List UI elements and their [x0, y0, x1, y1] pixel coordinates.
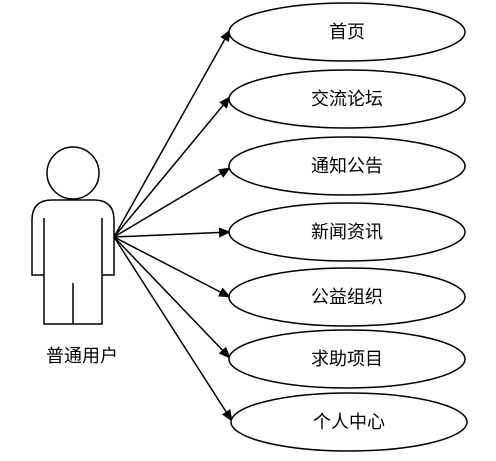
use-case-ellipse [228, 267, 466, 327]
use-case-label: 通知公告 [311, 156, 383, 177]
use-case-label: 新闻资讯 [311, 222, 383, 243]
actor-label: 普通用户 [46, 346, 118, 367]
actor-head [46, 146, 100, 200]
use-case-label: 个人中心 [313, 412, 385, 433]
use-case-help: 求助项目 [228, 329, 466, 389]
use-case-charity: 公益组织 [228, 267, 466, 327]
arrow-to-help [113, 236, 231, 359]
use-case-notice: 通知公告 [228, 136, 466, 196]
use-case-label: 求助项目 [311, 349, 383, 370]
arrow-to-notice [113, 167, 231, 238]
use-case-label: 交流论坛 [311, 89, 383, 110]
arrow-to-forum [113, 96, 231, 238]
use-case-ellipse [228, 69, 466, 129]
use-case-ellipse [228, 2, 466, 62]
actor-body [31, 199, 115, 325]
use-case-personal: 个人中心 [230, 392, 468, 452]
use-case-ellipse [228, 202, 466, 262]
use-case-news: 新闻资讯 [228, 202, 466, 262]
arrow-to-personal [113, 236, 233, 422]
associations [113, 29, 233, 422]
use-case-forum: 交流论坛 [228, 69, 466, 129]
use-case-label: 首页 [329, 22, 365, 43]
arrow-to-home [113, 29, 231, 238]
use-case-ellipse [228, 136, 466, 196]
arrow-to-news [113, 227, 231, 238]
use-case-home: 首页 [228, 2, 466, 62]
arrow-to-charity [113, 236, 231, 298]
use-case-label: 公益组织 [311, 287, 383, 308]
use-case-ellipse [230, 392, 468, 452]
use-case-ellipse [228, 329, 466, 389]
actor-figure [31, 146, 115, 325]
